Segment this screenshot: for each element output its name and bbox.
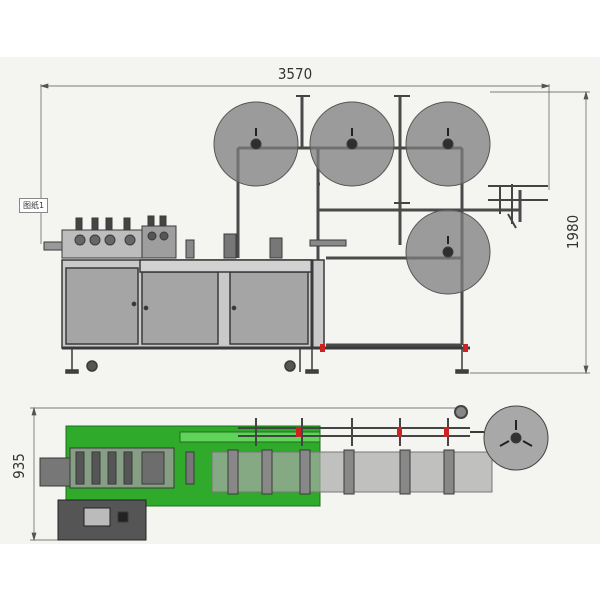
drawing-note-label: 图纸1: [19, 198, 49, 213]
width-dimension-label: 935: [10, 453, 28, 479]
reel-1: [213, 101, 299, 187]
reel-4: [405, 209, 491, 295]
rail-indicators: [296, 427, 449, 437]
front-view: 3570 1980: [39, 65, 590, 375]
top-view: 935: [10, 405, 549, 542]
roller-station: [43, 215, 347, 259]
web-conveyor: [211, 449, 493, 495]
main-cabinet: [61, 259, 470, 350]
reel-frame-brackets: [296, 95, 548, 229]
top-roller-block: [39, 447, 195, 489]
reel-2: [309, 101, 395, 187]
dimension-length: [39, 83, 551, 244]
side-reel: [470, 405, 549, 471]
alarm-indicators: [320, 344, 468, 352]
reel-3: [405, 101, 491, 187]
length-dimension-label: 3570: [278, 65, 312, 83]
cabinet-feet: [65, 348, 469, 374]
control-box: [57, 499, 147, 541]
dimension-height: [470, 90, 590, 375]
height-dimension-label: 1980: [564, 215, 582, 249]
